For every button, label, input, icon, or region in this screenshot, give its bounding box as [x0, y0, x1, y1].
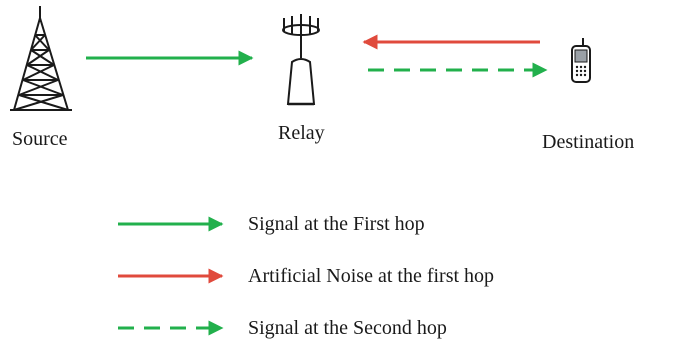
- legend-label-first-hop-signal: Signal at the First hop: [248, 213, 425, 235]
- relay-label: Relay: [278, 122, 325, 144]
- transmission-tower-icon: [10, 6, 72, 111]
- legend-label-second-hop-signal: Signal at the Second hop: [248, 317, 447, 339]
- mobile-phone-icon: [571, 38, 591, 83]
- source-label: Source: [12, 128, 68, 150]
- legend-label-artificial-noise: Artificial Noise at the first hop: [248, 265, 495, 287]
- relay-antenna-icon: [282, 14, 320, 106]
- destination-label: Destination: [542, 131, 635, 153]
